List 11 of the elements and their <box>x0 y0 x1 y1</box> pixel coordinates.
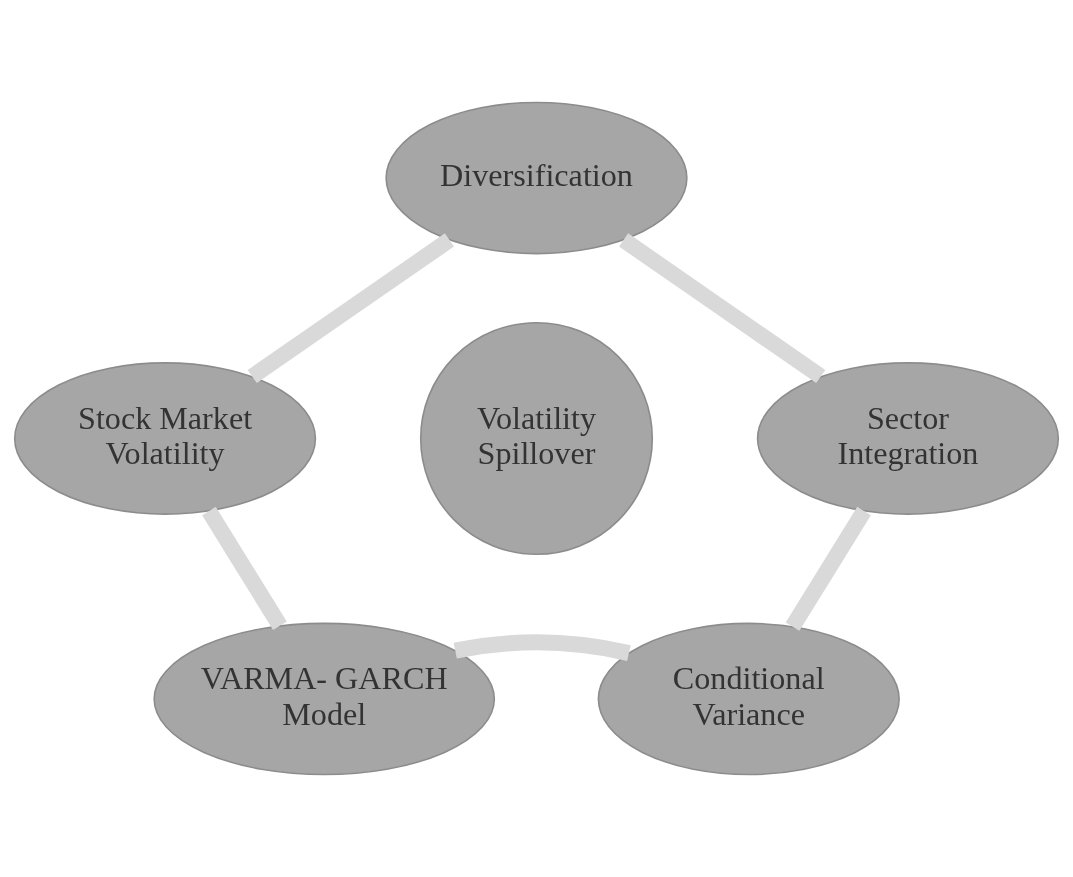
node-ellipse: Stock Market Volatility <box>13 362 317 515</box>
node-ellipse: VARMA- GARCH Model <box>153 622 496 776</box>
connector <box>619 233 826 384</box>
connector <box>202 506 287 630</box>
node-ellipse: Sector Integration <box>756 362 1060 515</box>
connector <box>453 634 631 661</box>
node-ellipse: Diversification <box>385 101 688 255</box>
connector <box>247 233 454 384</box>
node-circle: Volatility Spillover <box>419 321 654 556</box>
node-ellipse: Conditional Variance <box>597 622 900 776</box>
connector <box>785 506 871 631</box>
